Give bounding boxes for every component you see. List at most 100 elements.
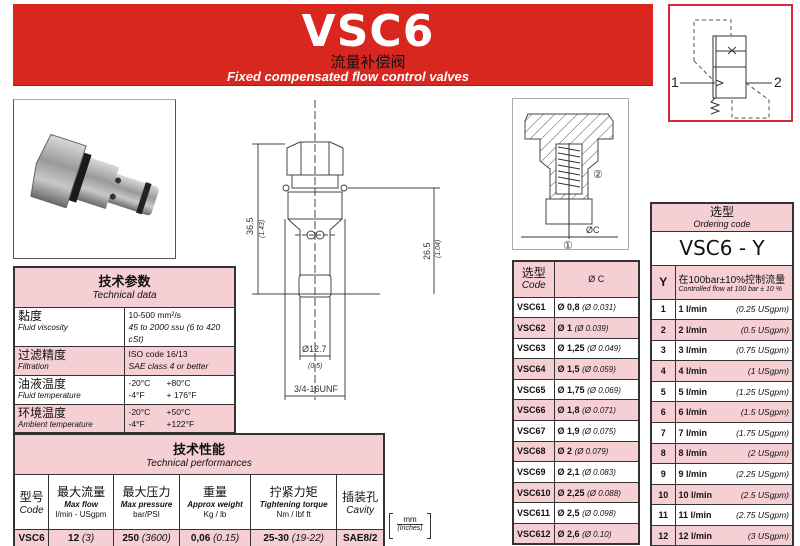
section-drawing: ② ØC ① [521,113,618,252]
orifice-cell: Ø 1,5 (Ø 0.059) [553,358,640,380]
code-cell: VSC61 [512,296,555,319]
title-en: Fixed compensated flow control valves [226,69,469,84]
ordering-col-y: Y [650,264,676,300]
flow-cell: 9 l/min(2.25 USgpm) [674,463,794,485]
cartridge-outline-drawing: 36.5 (1.43) 26.5 (1.04) Ø12.7 (0.5) 3/4-… [245,100,442,400]
flow-cell: 4 l/min(1 USgpm) [674,360,794,382]
dim-body-height-in: (1.04) [435,240,442,258]
title-banner: VSC6 流量补偿阀 Fixed compensated flow contro… [13,4,653,86]
orifice-cell: Ø 1,9 (Ø 0.075) [553,420,640,442]
orifice-cell: Ø 2 (Ø 0.079) [553,440,640,463]
flow-cell: 3 l/min(0.75 USgpm) [674,339,794,362]
code-cell: VSC63 [512,337,555,360]
performances-header: 技术性能 Technical performances [13,433,385,475]
flow-cell: 5 l/min(1.25 USgpm) [674,380,794,403]
dim-body-height: 26.5 [422,242,432,260]
codes-header-c: Ø C [553,260,640,298]
technical-data-header: 技术参数 Technical data [13,266,236,308]
orifice-cell: Ø 1,75 (Ø 0.069) [553,378,640,401]
performance-row: VSC6 12 (3) 250 (3600) 0,06 (0.15) 25-30… [13,528,385,546]
y-cell: 4 [650,360,676,382]
flow-cell: 11 l/min(2.75 USgpm) [674,504,794,527]
code-cell: VSC68 [512,440,555,463]
orifice-cell: Ø 1,25 (Ø 0.049) [553,337,640,360]
y-cell: 10 [650,483,676,506]
dim-total-height: 36.5 [245,217,255,235]
flow-cell: 2 l/min(0.5 USgpm) [674,319,794,341]
flow-cell: 1 l/min(0.25 USgpm) [674,298,794,321]
title-cn: 流量补偿阀 [330,54,406,71]
flow-cell: 7 l/min(1.75 USgpm) [674,422,794,444]
orifice-cell: Ø 1 (Ø 0.039) [553,317,640,339]
orifice-cell: Ø 2,1 (Ø 0.083) [553,461,640,483]
section-port-1: ① [563,240,573,249]
model-title: VSC6 [301,6,435,57]
orifice-cell: Ø 2,6 (Ø 0.10) [553,523,640,545]
code-cell: VSC62 [512,317,555,339]
units-legend: mm (Inches) [389,512,431,542]
y-cell: 5 [650,380,676,403]
orifice-cell: Ø 1,8 (Ø 0.071) [553,399,640,422]
dim-total-height-in: (1.43) [259,220,266,238]
flow-cell: 8 l/min(2 USgpm) [674,442,794,465]
code-cell: VSC65 [512,378,555,401]
dim-diameter: Ø12.7 [302,344,327,354]
section-view: ② ØC ① [512,98,629,252]
code-cell: VSC612 [512,523,555,545]
code-cell: VSC67 [512,420,555,442]
y-cell: 7 [650,422,676,444]
code-cell: VSC610 [512,481,555,504]
dimension-drawing: 36.5 (1.43) 26.5 (1.04) Ø12.7 (0.5) 3/4-… [240,100,470,410]
section-orifice-label: ØC [586,225,600,235]
code-cell: VSC64 [512,358,555,380]
port-2-label: 2 [774,74,782,90]
code-cell: VSC69 [512,461,555,483]
flow-cell: 12 l/min(3 USgpm) [674,525,794,546]
y-cell: 3 [650,339,676,362]
orifice-cell: Ø 0,8 (Ø 0.031) [553,296,640,319]
y-cell: 2 [650,319,676,341]
valve-cartridge-image [30,133,159,216]
y-cell: 8 [650,442,676,465]
flow-cell: 10 l/min(2.5 USgpm) [674,483,794,506]
y-cell: 12 [650,525,676,546]
section-port-2: ② [593,169,603,181]
code-cell: VSC66 [512,399,555,422]
y-cell: 9 [650,463,676,485]
